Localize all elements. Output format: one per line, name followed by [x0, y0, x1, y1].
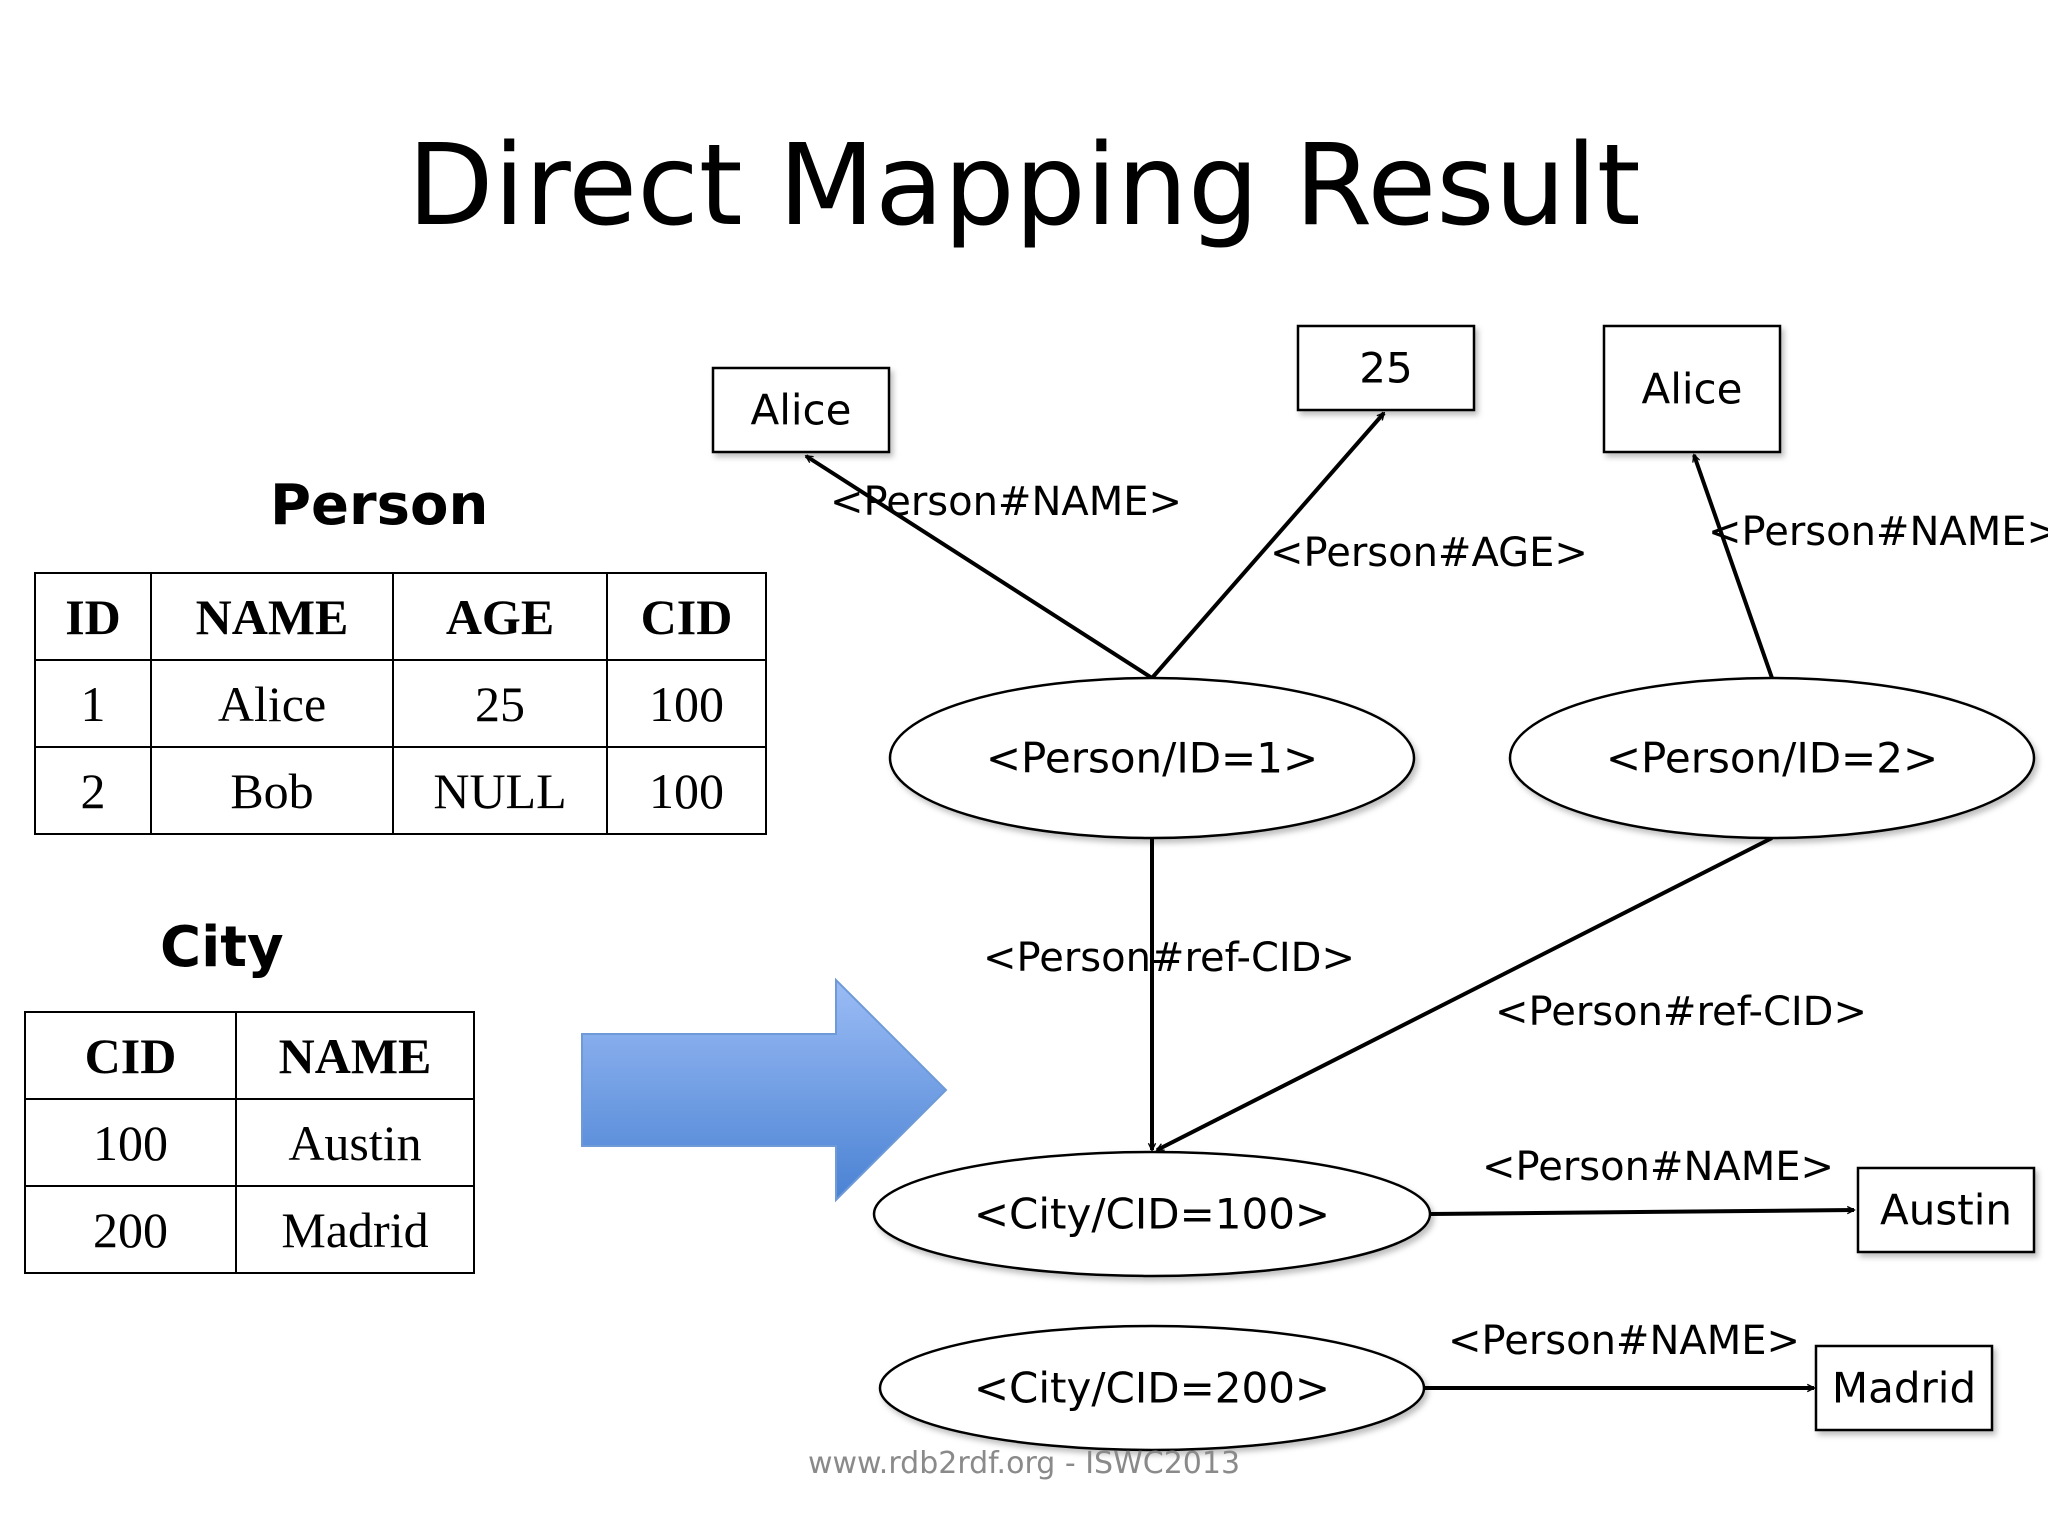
table-cell: Madrid	[235, 1185, 475, 1274]
edge-p2-name-line	[1692, 455, 1774, 679]
slide-title: Direct Mapping Result	[407, 121, 1641, 251]
slide-footer: www.rdb2rdf.org - ISWC2013	[807, 1446, 1241, 1481]
literal-label-austin: Austin	[1880, 1186, 2012, 1235]
edge-label-p1-ref: <Person#ref-CID>	[983, 935, 1355, 981]
table-cell: 2	[34, 746, 152, 835]
table-cell: Alice	[150, 659, 394, 748]
literal-box-alice-2	[1602, 324, 1782, 454]
table-cell: 1	[34, 659, 152, 748]
table-header-row: CID NAME	[24, 1011, 475, 1100]
table-row: 100 Austin	[24, 1098, 475, 1187]
person-table: ID NAME AGE CID 1 Alice 25 100 2 Bob NUL…	[34, 572, 767, 835]
table-cell: Bob	[150, 746, 394, 835]
edge-p2-ref-line	[1157, 836, 1773, 1152]
table-header-row: ID NAME AGE CID	[34, 572, 767, 661]
edge-c100-name-line	[1429, 1210, 1854, 1216]
node-ellipse-city-100	[872, 1150, 1432, 1278]
edge-label-p2-name: <Person#NAME>	[1708, 509, 2048, 555]
table-cell: 100	[606, 746, 767, 835]
table-cell: 25	[392, 659, 608, 748]
literal-label-madrid: Madrid	[1832, 1364, 1976, 1413]
city-table: CID NAME 100 Austin 200 Madrid	[24, 1011, 475, 1274]
node-ellipse-person-2	[1508, 676, 2036, 840]
literal-label-alice-2: Alice	[1641, 365, 1742, 414]
person-table-caption: Person	[270, 473, 489, 538]
column-header: CID	[606, 572, 767, 661]
column-header: AGE	[392, 572, 608, 661]
node-label-person-1: <Person/ID=1>	[986, 734, 1318, 783]
node-label-person-2: <Person/ID=2>	[1606, 734, 1938, 783]
column-header: ID	[34, 572, 152, 661]
table-cell: 100	[24, 1098, 237, 1187]
column-header: CID	[24, 1011, 237, 1100]
city-table-caption: City	[160, 915, 284, 980]
edge-p1-name-line	[806, 454, 1154, 680]
node-label-city-100: <City/CID=100>	[974, 1190, 1330, 1239]
edge-label-p2-ref: <Person#ref-CID>	[1495, 989, 1867, 1035]
literal-label-25: 25	[1359, 344, 1412, 393]
node-label-city-200: <City/CID=200>	[974, 1364, 1330, 1413]
node-ellipse-city-200	[878, 1324, 1426, 1452]
edge-label-p1-age: <Person#AGE>	[1270, 530, 1588, 576]
table-cell: 100	[606, 659, 767, 748]
table-row: 2 Bob NULL 100	[34, 746, 767, 835]
mapping-arrow-icon	[581, 977, 948, 1203]
table-cell: Austin	[235, 1098, 475, 1187]
table-row: 200 Madrid	[24, 1185, 475, 1274]
literal-box-alice-1	[711, 366, 891, 454]
column-header: NAME	[150, 572, 394, 661]
column-header: NAME	[235, 1011, 475, 1100]
edge-label-c100-name: <Person#NAME>	[1482, 1144, 1834, 1190]
literal-label-alice-1: Alice	[750, 386, 851, 435]
literal-box-25	[1296, 324, 1476, 412]
literal-box-austin	[1856, 1166, 2036, 1254]
edge-p1-age-line	[1150, 413, 1386, 680]
literal-box-madrid	[1814, 1344, 1994, 1432]
table-cell: NULL	[392, 746, 608, 835]
table-cell: 200	[24, 1185, 237, 1274]
edge-label-p1-name: <Person#NAME>	[830, 479, 1182, 525]
edge-label-c200-name: <Person#NAME>	[1448, 1318, 1800, 1364]
table-row: 1 Alice 25 100	[34, 659, 767, 748]
node-ellipse-person-1	[888, 676, 1416, 840]
